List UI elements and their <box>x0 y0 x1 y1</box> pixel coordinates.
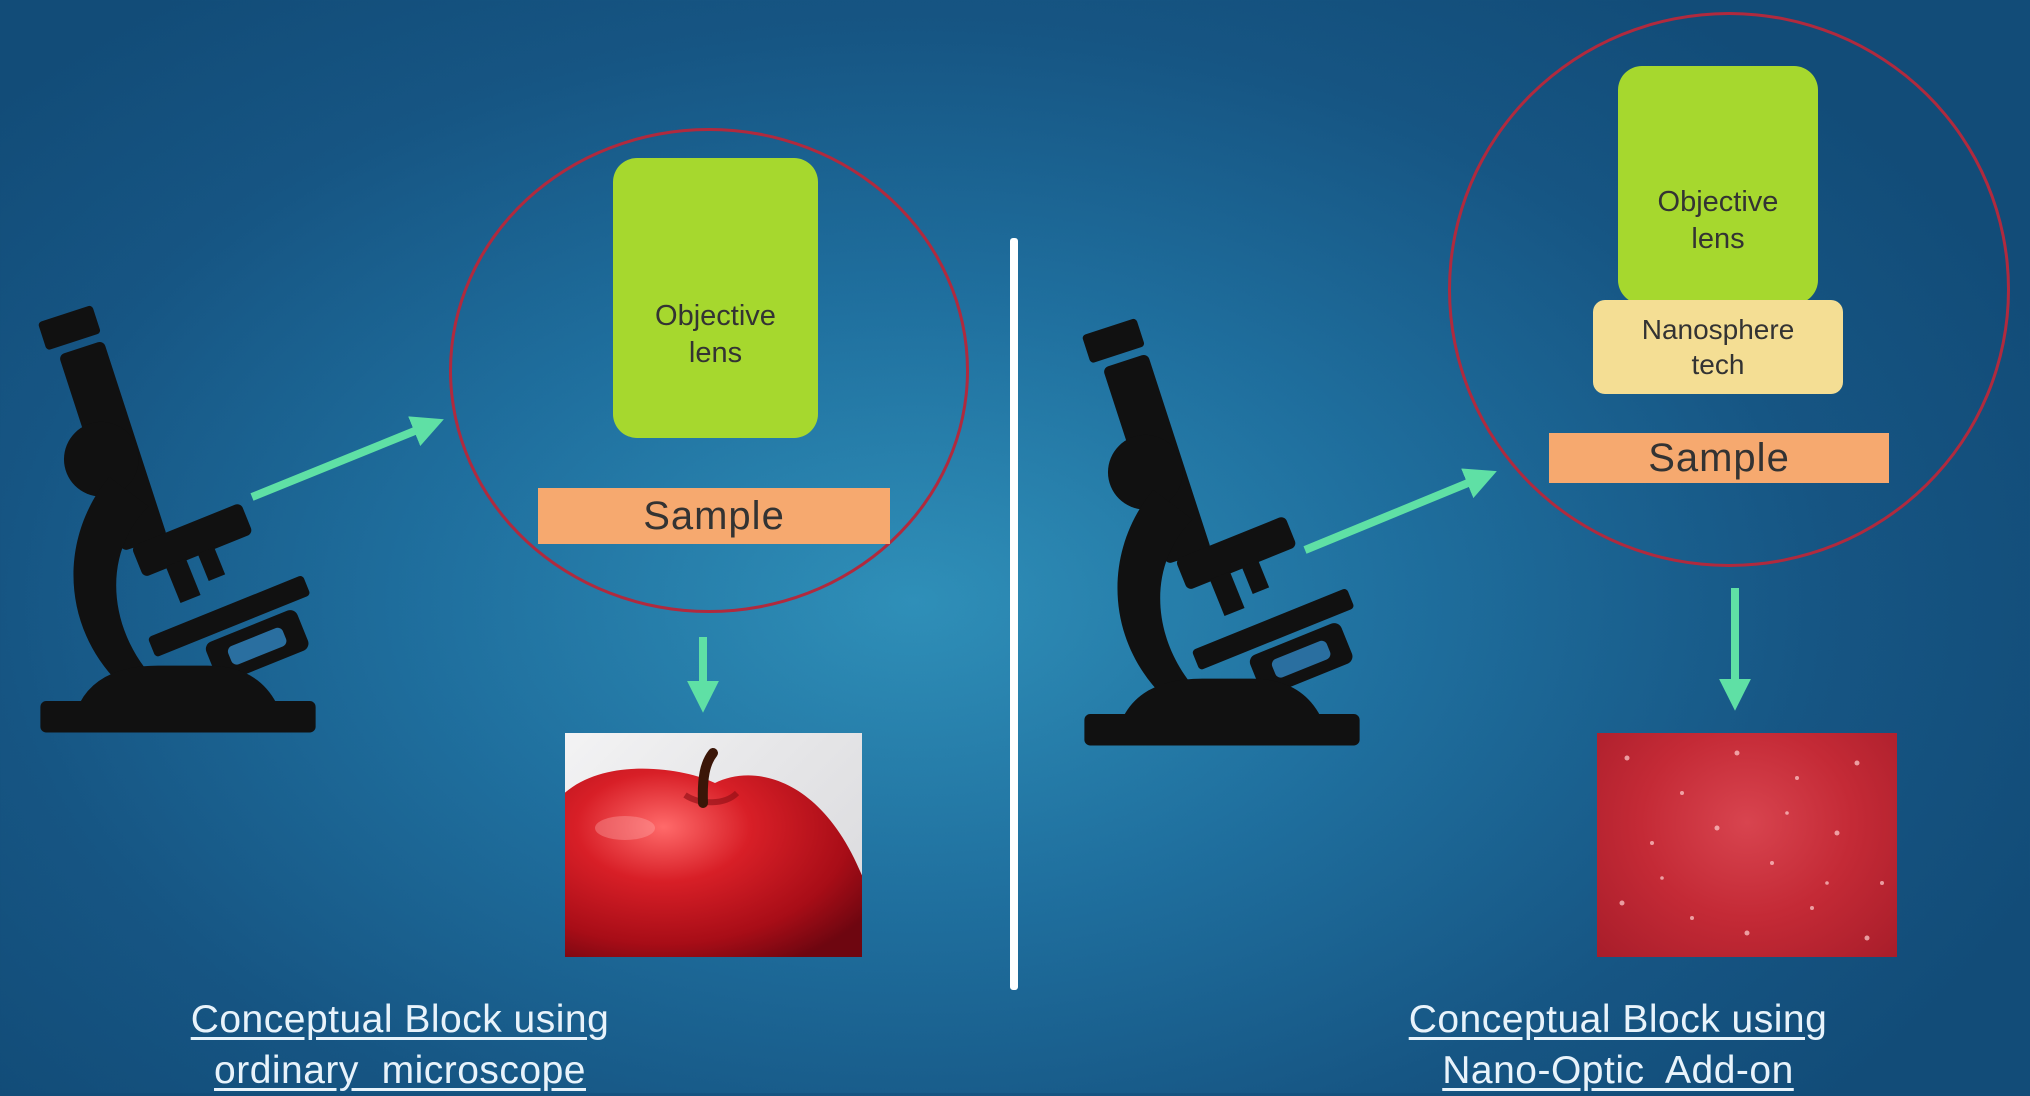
right-apple-skin-image <box>1597 733 1897 957</box>
right-sample-block: Sample <box>1549 433 1889 483</box>
left-microscope-icon <box>38 300 318 762</box>
center-divider <box>1010 238 1018 990</box>
left-apple-image <box>565 733 862 957</box>
left-caption: Conceptual Block using ordinary microsco… <box>100 995 700 1096</box>
right-microscope-icon <box>1082 313 1362 775</box>
left-sample-label: Sample <box>643 494 785 539</box>
right-caption-line1: Conceptual Block using <box>1318 995 1918 1046</box>
right-sample-label: Sample <box>1648 436 1790 481</box>
left-caption-line2: ordinary microscope <box>100 1046 700 1096</box>
right-caption: Conceptual Block using Nano-Optic Add-on <box>1318 995 1918 1096</box>
right-objective-lens-label: Objective lens <box>1658 186 1779 254</box>
right-objective-lens-block: Objective lens <box>1618 66 1818 304</box>
left-objective-lens-label: Objective lens <box>655 300 776 368</box>
right-nanosphere-label: Nanosphere tech <box>1642 312 1795 382</box>
left-sample-block: Sample <box>538 488 890 544</box>
right-caption-line2: Nano-Optic Add-on <box>1318 1046 1918 1096</box>
right-nanosphere-block: Nanosphere tech <box>1593 300 1843 394</box>
left-objective-lens-block: Objective lens <box>613 158 818 438</box>
left-caption-line1: Conceptual Block using <box>100 995 700 1046</box>
